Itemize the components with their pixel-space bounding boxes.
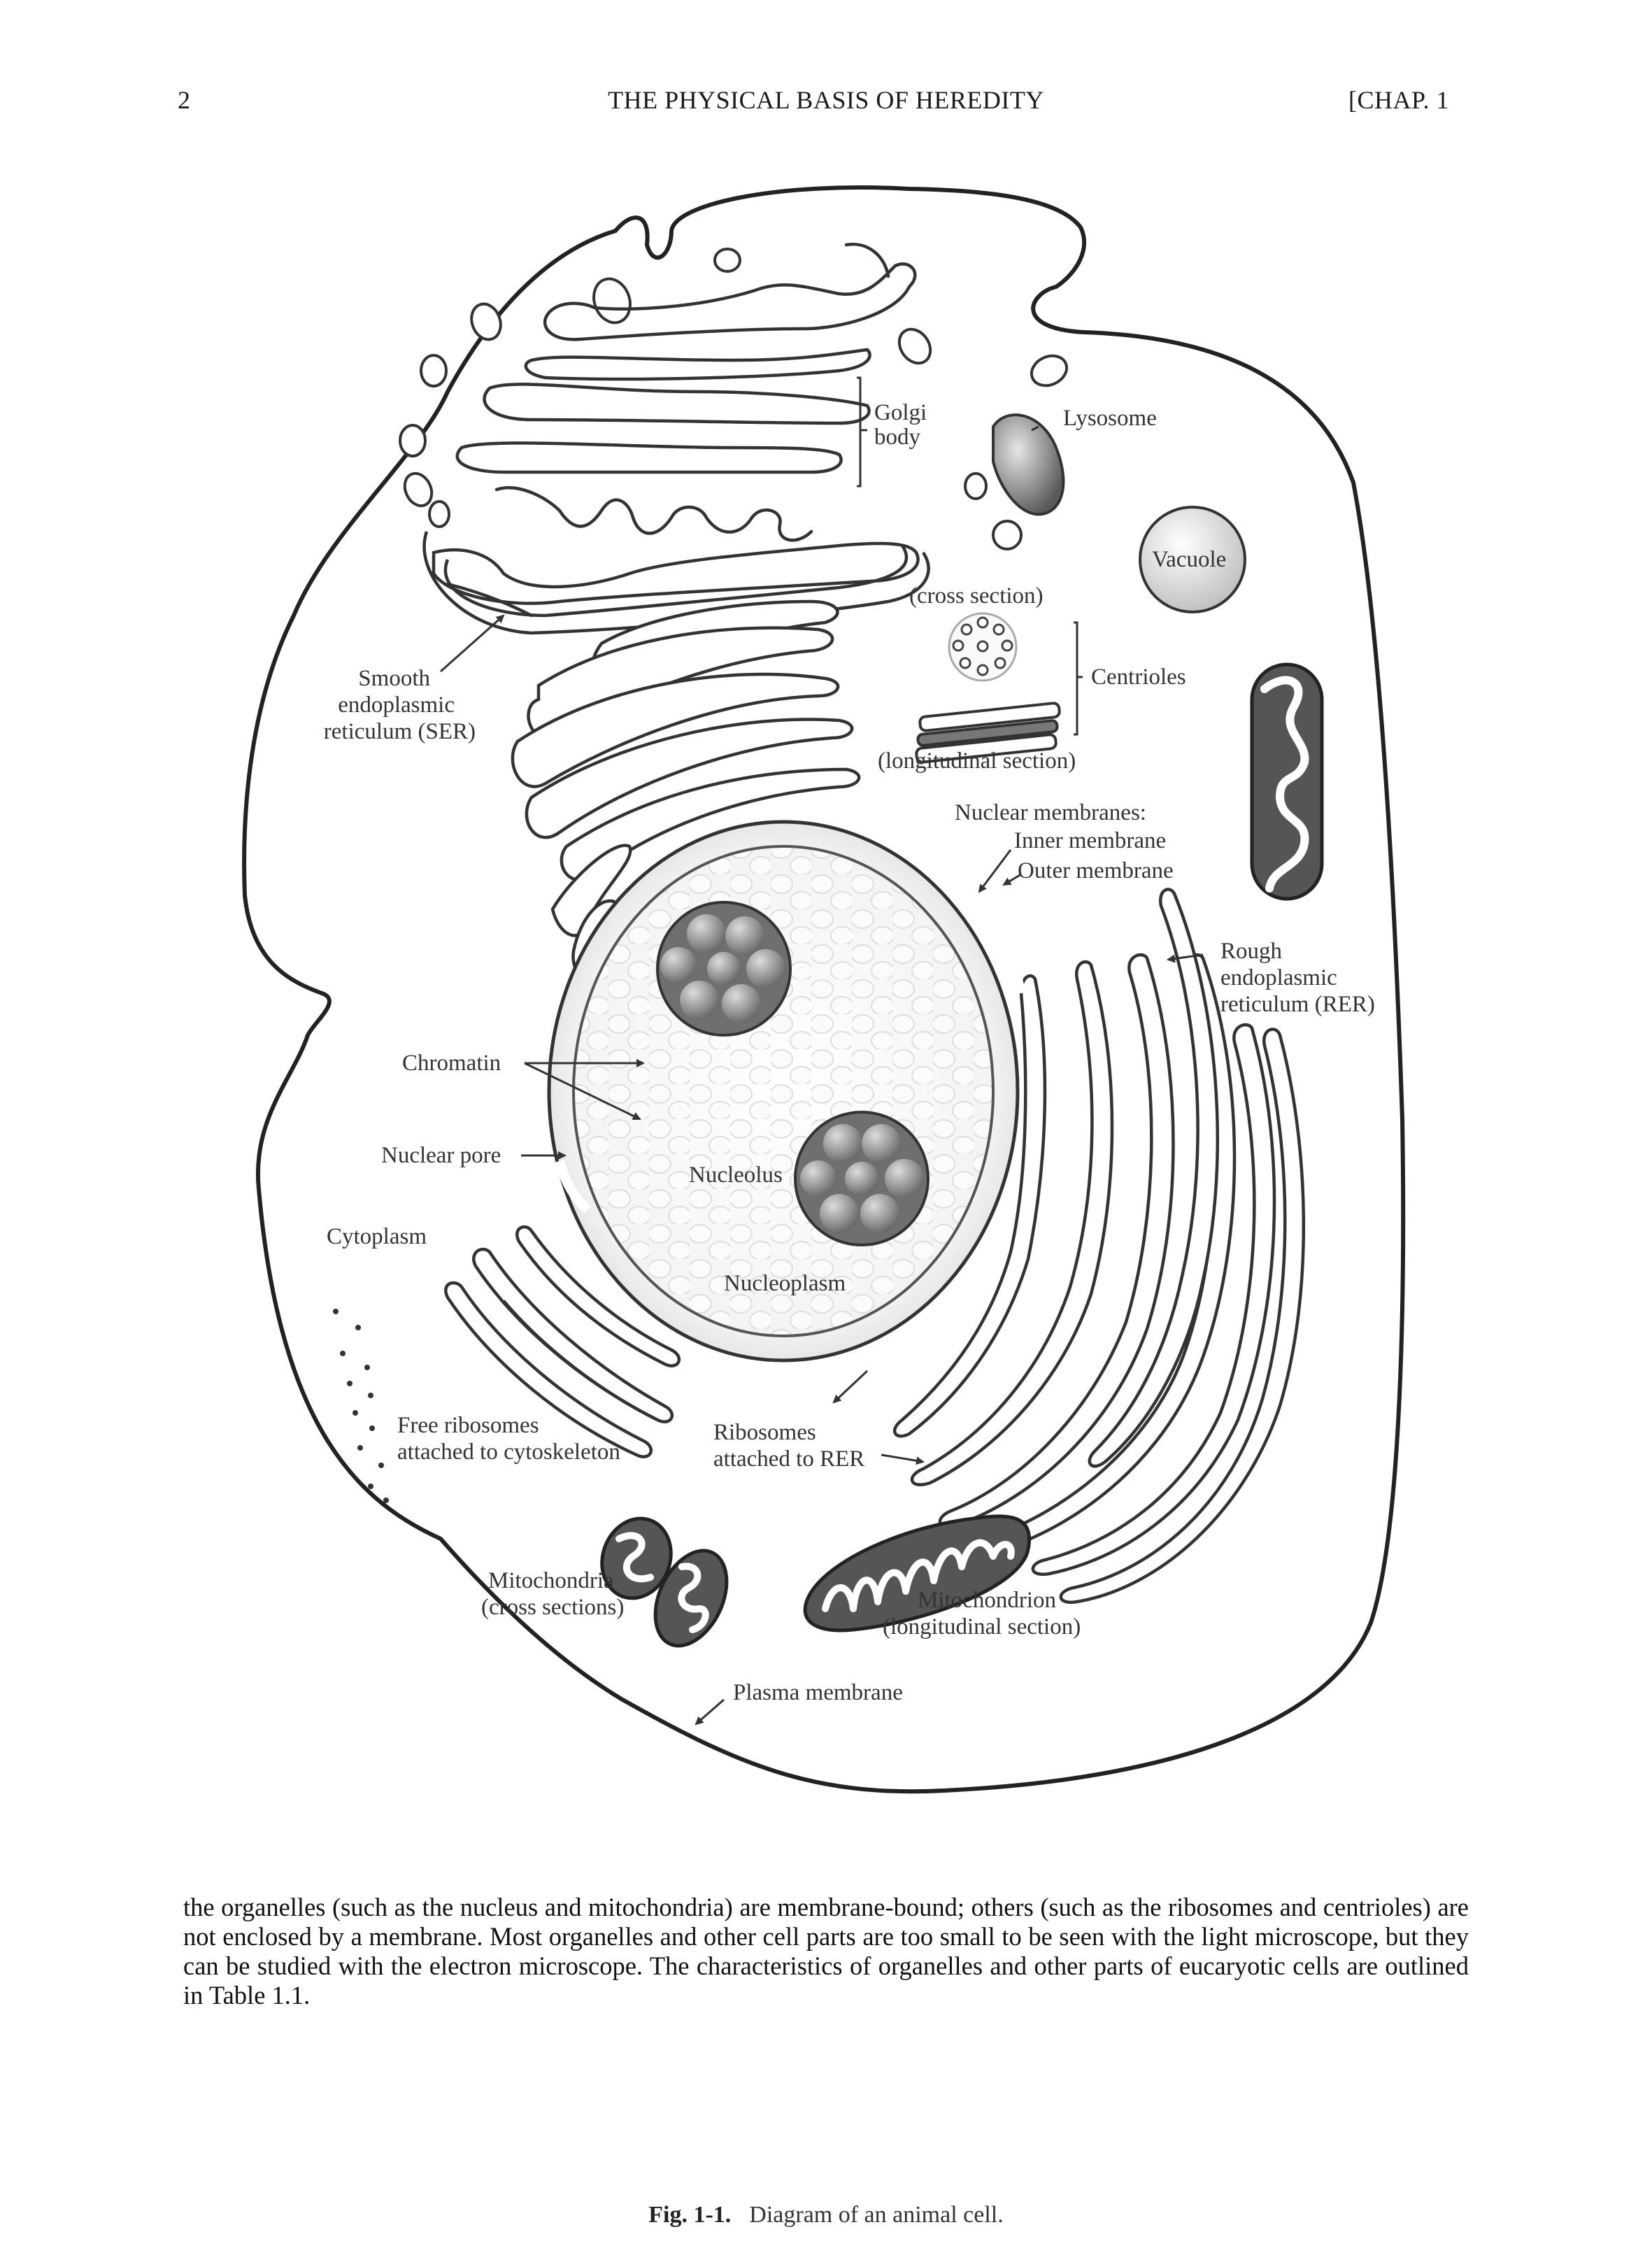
lysosome — [992, 413, 1065, 516]
label-nucleolus: Nucleolus — [689, 1162, 783, 1188]
animal-cell-diagram: Golgi body Lysosome Vacuole (cross secti… — [242, 185, 1406, 1794]
label-mito-long-2: (longitudinal section) — [883, 1614, 1081, 1639]
figure-caption: Fig. 1-1. Diagram of an animal cell. — [0, 2202, 1652, 2228]
nucleolus-lower — [794, 1111, 930, 1246]
label-ser-2: endoplasmic — [338, 692, 455, 718]
label-chromatin: Chromatin — [402, 1051, 501, 1076]
body-paragraph: the organelles (such as the nucleus and … — [183, 1893, 1469, 2009]
label-nucleoplasm: Nucleoplasm — [724, 1271, 846, 1296]
label-nuclear-pore: Nuclear pore — [381, 1143, 501, 1168]
label-rer-1: Rough — [1220, 939, 1283, 964]
label-free-ribosomes-2: attached to cytoskeleton — [397, 1439, 620, 1465]
figure-number: Fig. 1-1. — [648, 2202, 732, 2228]
figure-caption-text: Diagram of an animal cell. — [749, 2202, 1004, 2228]
label-nuclear-membranes: Nuclear membranes: — [955, 800, 1146, 825]
mitochondrion-right — [1250, 662, 1324, 901]
page-number: 2 — [178, 86, 191, 114]
free-ribosomes — [333, 1309, 389, 1503]
label-cytoplasm: Cytoplasm — [327, 1224, 427, 1249]
label-plasma-membrane: Plasma membrane — [733, 1680, 903, 1705]
label-ser-1: Smooth — [358, 666, 430, 691]
label-ribosomes-rer-2: attached to RER — [713, 1446, 864, 1472]
label-inner-membrane: Inner membrane — [1014, 828, 1166, 853]
label-centrioles: Centrioles — [1091, 664, 1186, 690]
nucleolus-upper — [656, 901, 792, 1037]
golgi-body — [432, 242, 920, 618]
label-mito-long-1: Mitochondrion — [918, 1588, 1056, 1613]
label-vacuole: Vacuole — [1152, 547, 1226, 572]
mitochondria-cross-sections — [600, 1516, 729, 1648]
pointer-lines — [440, 376, 1204, 1726]
label-cross-section: (cross section) — [909, 583, 1044, 609]
label-rer-2: endoplasmic — [1220, 965, 1337, 990]
label-lysosome: Lysosome — [1063, 406, 1157, 431]
vacuole — [1139, 506, 1246, 613]
label-mito-cross-2: (cross sections) — [481, 1595, 624, 1620]
label-ribosomes-rer-1: Ribosomes — [713, 1420, 816, 1445]
mitochondrion-longitudinal — [803, 1514, 1031, 1632]
centriole-cross-section — [948, 612, 1018, 682]
label-golgi-2: body — [874, 425, 921, 450]
label-golgi-1: Golgi — [874, 400, 927, 425]
label-mito-cross-1: Mitochondria — [488, 1568, 614, 1593]
vesicles — [399, 248, 1069, 550]
centriole-longitudinal-section — [915, 702, 1061, 764]
running-title: THE PHYSICAL BASIS OF HEREDITY — [608, 86, 1044, 114]
label-ser-3: reticulum (SER) — [324, 719, 476, 744]
label-rer-3: reticulum (RER) — [1220, 992, 1375, 1017]
label-outer-membrane: Outer membrane — [1018, 858, 1174, 883]
cell-outline — [242, 185, 1406, 1794]
chapter-reference: [CHAP. 1 — [1348, 86, 1449, 114]
label-longitudinal-section: (longitudinal section) — [878, 748, 1076, 774]
label-free-ribosomes-1: Free ribosomes — [397, 1413, 539, 1438]
